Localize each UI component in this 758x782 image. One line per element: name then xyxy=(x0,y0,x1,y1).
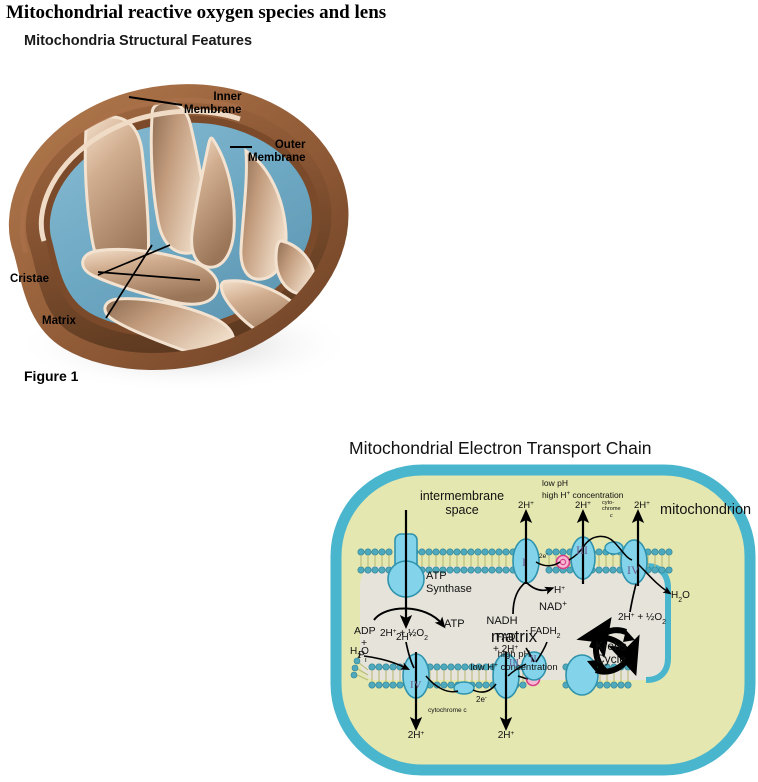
label-2h-atp-synthase: 2H+ xyxy=(396,632,413,644)
label-fad-line1: FAD xyxy=(496,632,515,643)
label-atp-synthase-line2: Synthase xyxy=(426,583,472,595)
inner-membrane-rim xyxy=(38,108,241,242)
figure2-electron-transport-chain: intermembrane space low pH high H+ conce… xyxy=(330,464,756,776)
arrow-nad-out xyxy=(525,581,555,595)
label-high-h-concentration: high H+ concentration xyxy=(542,490,624,500)
label-cytochrome-small-line2: chrome xyxy=(602,506,621,512)
label-outer-membrane-line1: Outer xyxy=(274,139,306,151)
label-complex-IV: IV xyxy=(627,563,640,577)
arrow-water-out-top xyxy=(637,563,672,595)
label-pi: Pi xyxy=(358,649,367,664)
label-plus-sign: + xyxy=(361,637,367,649)
label-h2o-top: H2O xyxy=(671,590,690,604)
label-complex-IV-bottom: IV xyxy=(410,679,422,691)
label-atp-synthase-line1: ATP xyxy=(426,570,447,582)
label-cristae: Cristae xyxy=(10,273,49,285)
label-complex-II-bottom: II xyxy=(530,654,537,665)
label-inner-membrane-line1: Inner xyxy=(213,91,242,103)
outer-membrane-highlight xyxy=(19,97,243,254)
label-complex-I: I xyxy=(522,555,526,569)
label-high-h-pre: high H xyxy=(542,490,567,500)
electron-path-cytc-to-III xyxy=(472,683,497,693)
figure1-caption: Figure 1 xyxy=(24,368,79,384)
page-title: Mitochondrial reactive oxygen species an… xyxy=(6,2,387,23)
label-2e-top: 2e- xyxy=(539,551,548,560)
label-high-h-post: concentration xyxy=(570,490,624,500)
label-nad-plus: NAD+ xyxy=(539,599,567,614)
label-complex-III-bottom: III xyxy=(509,658,519,669)
label-2h-bottom-left: 2H+ xyxy=(408,730,425,742)
leader-line-cristae-b xyxy=(97,244,171,276)
electron-path-Q-to-III-bottom xyxy=(507,663,527,677)
electron-path-I-to-Q xyxy=(535,561,561,567)
crista-fold xyxy=(274,239,316,296)
label-intermembrane-line2: space xyxy=(445,503,478,517)
krebs-arrowhead-left xyxy=(587,660,599,672)
label-2h-bottom-right: 2H+ xyxy=(498,730,515,742)
label-adp: ADP xyxy=(354,625,376,637)
electron-path-III-to-Q-bottom xyxy=(517,675,528,680)
label-mitochondrion: mitochondrion xyxy=(660,502,751,518)
label-h2o-bottom: H2O xyxy=(350,646,369,660)
label-matrix: Matrix xyxy=(42,315,76,327)
superscript-plus-1: + xyxy=(567,491,571,497)
label-h-plus: H+ xyxy=(554,585,565,597)
label-atp: ATP xyxy=(444,618,465,630)
label-inner-membrane: Inner Membrane xyxy=(184,91,242,116)
label-2h-top-I: 2H+ xyxy=(518,500,534,512)
arrow-oxygen-in-bottom xyxy=(405,641,415,669)
figure1-heading: Mitochondria Structural Features xyxy=(24,33,253,49)
figure2-title: Mitochondrial Electron Transport Chain xyxy=(349,438,652,458)
arrow-oxygen-in-top xyxy=(629,583,637,613)
outer-membrane-rim xyxy=(8,84,349,370)
label-cytochrome-small-line3: c xyxy=(610,513,613,519)
label-intermembrane-line1: intermembrane xyxy=(420,489,504,503)
label-low-ph: low pH xyxy=(542,478,568,488)
label-cytochrome-small-line1: cyto- xyxy=(602,500,614,506)
label-matrix-title: matrix xyxy=(491,627,538,646)
figure1-mitochondrion-illustration xyxy=(8,84,355,393)
krebs-cycle-arcs xyxy=(589,627,633,675)
coenzyme-q xyxy=(555,554,571,570)
label-2h-half-o2-bottom: 2H+ + ½O2 xyxy=(380,628,428,642)
crista-fold xyxy=(190,136,236,269)
label-fad-line2: + 2H+ xyxy=(493,644,518,656)
arrow-adp-to-atp xyxy=(373,607,446,629)
leader-line-cristae-a xyxy=(97,271,201,281)
leader-line-inner-membrane xyxy=(128,96,183,106)
label-cytochrome-c-bottom: cytochrome c xyxy=(428,707,467,714)
label-krebs-line2: Cycle xyxy=(596,652,626,666)
label-outer-membrane-line2: Membrane xyxy=(248,151,306,164)
krebs-arrowhead-right xyxy=(623,630,635,642)
bilayer-frayed-heads xyxy=(350,657,361,679)
label-outer-membrane: Outer Membrane xyxy=(248,139,306,164)
electron-path-IV-to-cytc xyxy=(425,675,459,693)
arrow-fadh2-in xyxy=(535,641,548,663)
label-high-ph: high pH xyxy=(498,649,531,660)
complex-IV xyxy=(620,539,648,585)
label-2e-bottom: 2e- xyxy=(476,695,487,704)
label-inner-membrane-line2: Membrane xyxy=(184,103,242,116)
electron-path-Q-to-IV xyxy=(568,535,633,561)
label-2h-half-o2-top: 2H+ + ½O2 xyxy=(618,612,666,626)
label-krebs-line1: Krebs xyxy=(595,639,626,653)
label-low-h-concentration: low H+ concentration xyxy=(470,662,557,674)
crista-fold xyxy=(239,148,288,281)
arrow-fad-in xyxy=(525,647,535,663)
label-complex-III: III xyxy=(576,543,588,557)
arrow-nadh-in xyxy=(512,581,527,615)
label-2h-top-IV: 2H+ xyxy=(634,500,650,512)
coenzyme-q-core xyxy=(559,558,567,566)
leader-line-matrix xyxy=(105,244,153,319)
arrow-water-in-bottom xyxy=(363,655,411,671)
cytochrome-c-bottom xyxy=(453,681,475,695)
label-nadh: NADH xyxy=(486,615,517,627)
label-fadh2: FADH2 xyxy=(530,626,561,640)
label-2h-top-III: 2H+ xyxy=(575,500,591,512)
